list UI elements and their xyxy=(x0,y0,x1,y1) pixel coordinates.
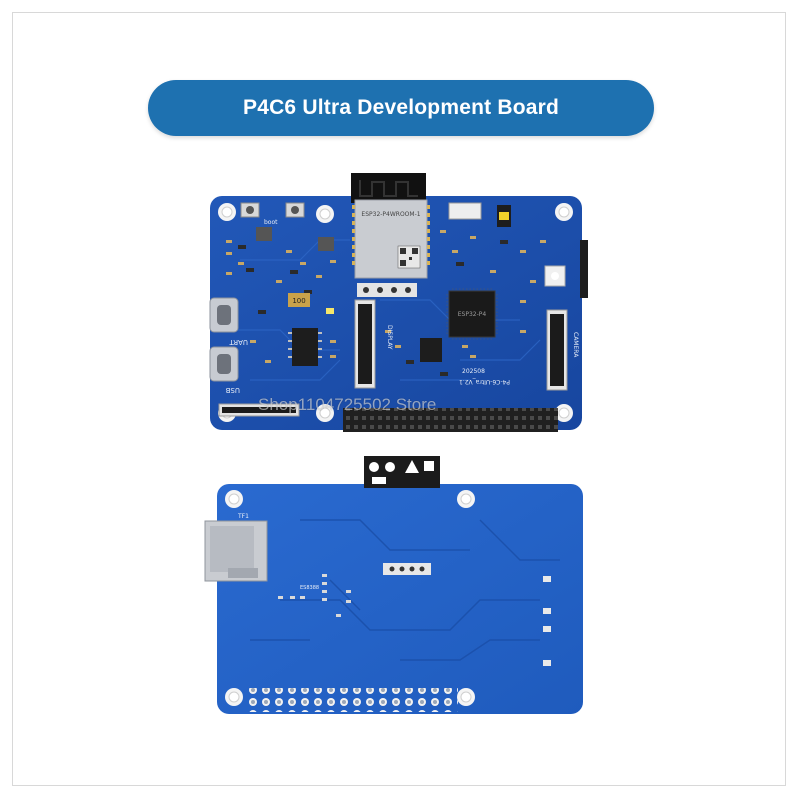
date-label: 202508 xyxy=(462,368,485,375)
back-mounting-holes xyxy=(225,490,475,706)
image-frame xyxy=(12,12,786,786)
ic-label: ES8388 xyxy=(300,585,319,591)
inductor-2 xyxy=(318,237,334,251)
camera-label: CAMERA xyxy=(572,332,579,358)
chip-label: ESP32-P4 xyxy=(458,311,487,318)
banner-title: P4C6 Ultra Development Board xyxy=(242,96,560,119)
uart-label: UART xyxy=(229,338,248,346)
wifi-antenna xyxy=(351,173,426,203)
battery-connector xyxy=(448,202,482,220)
back-gpio-vias xyxy=(248,688,458,712)
status-led xyxy=(326,308,334,314)
tf-label: TF1 xyxy=(237,513,249,520)
back-side-pads xyxy=(543,576,551,666)
version-label: P4-C6-Ultra_V2.1 xyxy=(459,378,510,385)
store-watermark: Shop1104725502 Store xyxy=(258,395,437,414)
soic-chip-left xyxy=(292,328,318,366)
usb-c-uart-port xyxy=(209,297,239,333)
display-label: DISPLAY xyxy=(386,325,393,350)
inductor-1 xyxy=(256,227,272,241)
esp32-p4-chip xyxy=(448,290,496,338)
side-switch xyxy=(580,240,588,298)
boot-buttons xyxy=(240,202,305,218)
module-label: ESP32-P4WROOM-1 xyxy=(361,211,420,218)
front-board: ESP32-P4WROOM-1 boot xyxy=(209,173,588,432)
usb-c-port xyxy=(209,346,239,382)
boot-label: boot xyxy=(264,219,278,226)
debug-pads xyxy=(357,283,417,297)
back-pcb xyxy=(217,484,583,714)
soic-chip-center xyxy=(420,338,442,362)
title-banner: P4C6 Ultra Development Board xyxy=(148,80,654,136)
crystal-label: 100 xyxy=(292,297,305,305)
back-board: TF1 ES8388 xyxy=(204,456,583,714)
front-pcb xyxy=(210,196,582,430)
gpio-header xyxy=(343,408,558,432)
back-test-pads xyxy=(383,563,431,575)
usb-label: USB xyxy=(225,386,240,394)
crystal xyxy=(288,293,310,307)
